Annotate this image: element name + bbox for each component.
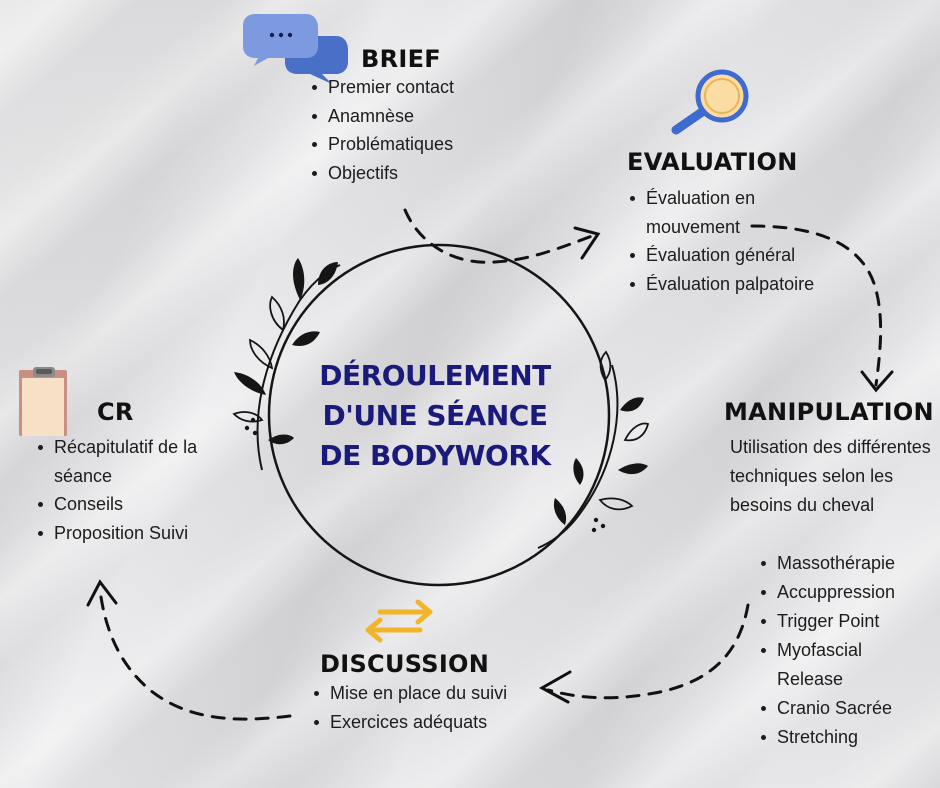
magnifier-icon bbox=[671, 69, 749, 135]
list-item: Exercices adéquats bbox=[311, 708, 507, 737]
list-item: Stretching bbox=[758, 723, 938, 752]
list-item: Accuppression bbox=[758, 578, 938, 607]
clipboard-icon bbox=[19, 367, 67, 436]
list-item: Conseils bbox=[35, 490, 215, 519]
cr-list: Récapitulatif de la séance Conseils Prop… bbox=[35, 433, 215, 547]
evaluation-heading: EVALUATION bbox=[627, 148, 798, 176]
list-item: Trigger Point bbox=[758, 607, 938, 636]
cr-heading: CR bbox=[97, 398, 134, 426]
arrow-head-evaluation bbox=[573, 226, 601, 260]
swap-arrows-icon bbox=[365, 599, 433, 643]
list-item: Évaluation palpatoire bbox=[627, 270, 827, 299]
brief-list: Premier contact Anamnèse Problématiques … bbox=[309, 73, 454, 187]
list-item: Évaluation en mouvement bbox=[627, 184, 827, 241]
arrow-brief-to-evaluation bbox=[403, 208, 594, 264]
evaluation-list: Évaluation en mouvement Évaluation génér… bbox=[627, 184, 827, 298]
arrow-evaluation-to-manipulation bbox=[750, 224, 883, 387]
manipulation-list: Massothérapie Accuppression Trigger Poin… bbox=[758, 549, 938, 752]
arrow-manipulation-to-discussion bbox=[546, 603, 750, 700]
list-item: Récapitulatif de la séance bbox=[35, 433, 215, 490]
flow-arrows bbox=[86, 208, 894, 721]
floral-wreath-right bbox=[537, 350, 650, 549]
list-item: Massothérapie bbox=[758, 549, 938, 578]
title-line-1: DÉROULEMENT bbox=[319, 359, 551, 392]
central-circle bbox=[267, 243, 611, 587]
title-line-2: D'UNE SÉANCE bbox=[322, 399, 548, 432]
arrow-head-discussion bbox=[538, 670, 572, 704]
list-item: Proposition Suivi bbox=[35, 519, 215, 548]
list-item: Évaluation général bbox=[627, 241, 827, 270]
list-item: Problématiques bbox=[309, 130, 454, 159]
diagram-title: DÉROULEMENT D'UNE SÉANCE DE BODYWORK bbox=[280, 356, 590, 476]
list-item: Mise en place du suivi bbox=[311, 679, 507, 708]
arrow-head-cr bbox=[86, 579, 118, 607]
list-item: Objectifs bbox=[309, 159, 454, 188]
discussion-heading: DISCUSSION bbox=[320, 650, 490, 678]
arrow-head-manipulation bbox=[860, 370, 894, 393]
list-item: Premier contact bbox=[309, 73, 454, 102]
manipulation-description: Utilisation des différentes techniques s… bbox=[730, 437, 931, 515]
title-line-3: DE BODYWORK bbox=[319, 439, 551, 472]
floral-wreath-left bbox=[232, 258, 341, 471]
chat-bubbles-icon bbox=[243, 14, 348, 84]
list-item: Cranio Sacrée bbox=[758, 694, 938, 723]
discussion-list: Mise en place du suivi Exercices adéquat… bbox=[311, 679, 507, 736]
brief-heading: BRIEF bbox=[361, 45, 441, 73]
list-item: Anamnèse bbox=[309, 102, 454, 131]
manipulation-heading: MANIPULATION bbox=[724, 398, 934, 426]
list-item: Myofascial Release bbox=[758, 636, 887, 694]
arrow-discussion-to-cr bbox=[98, 588, 292, 721]
